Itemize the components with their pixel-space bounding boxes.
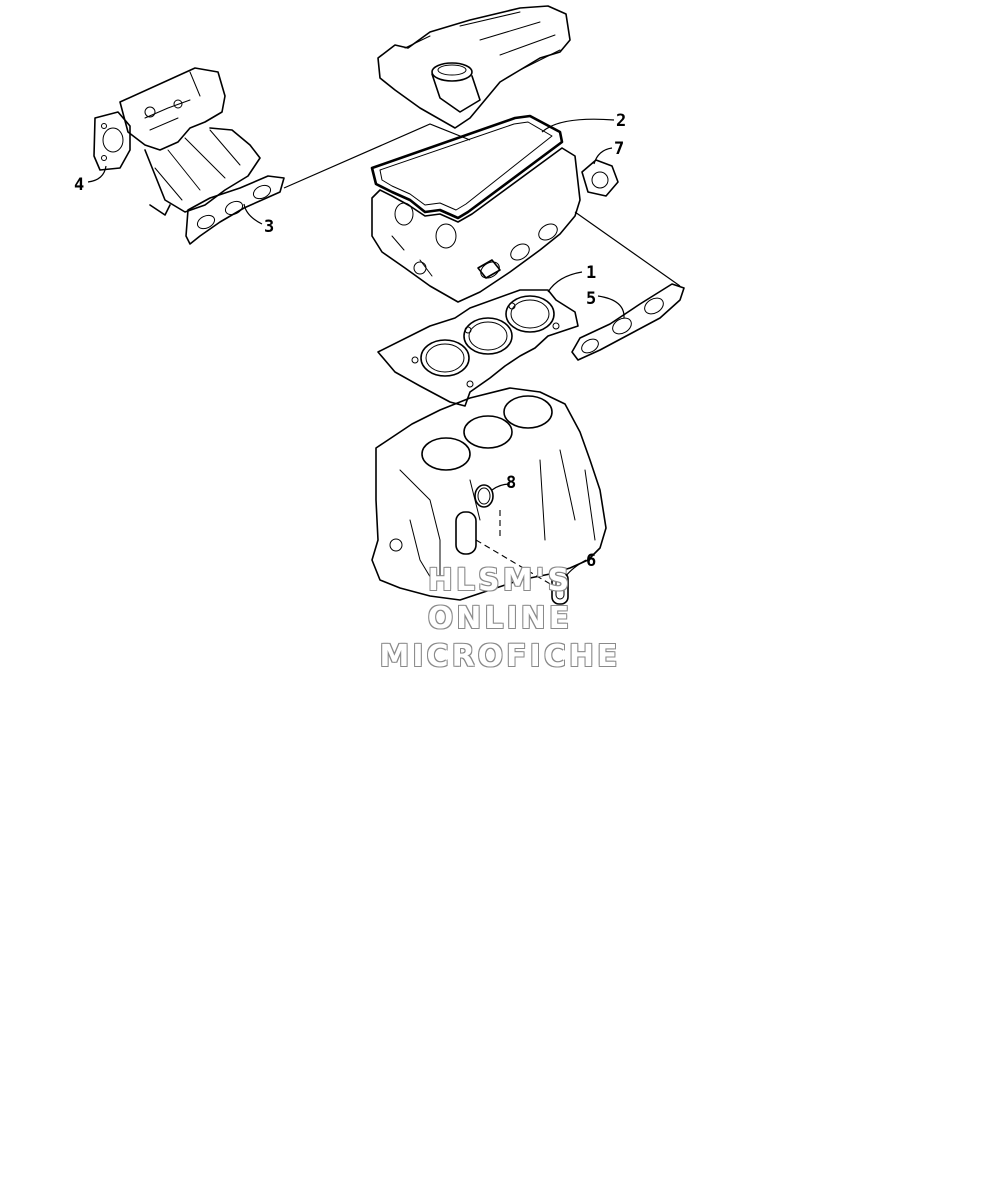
valve-cover-gasket <box>370 114 564 220</box>
leader-lines <box>87 118 625 577</box>
association-lines <box>283 123 681 586</box>
watermark-line-3: MICROFICHE <box>379 639 621 674</box>
water-passage-gasket <box>455 511 569 605</box>
callout-labels: 1 2 3 4 5 6 7 8 <box>74 111 626 571</box>
watermark-line-1: HLSM'S <box>427 563 573 598</box>
throttle-body-gasket <box>93 111 131 171</box>
intake-manifold <box>119 67 261 216</box>
callout-7: 7 <box>614 139 624 159</box>
thermostat-housing-gasket <box>581 159 619 197</box>
cylinder-head-gasket <box>377 289 579 407</box>
callout-4: 4 <box>74 175 84 195</box>
cylinder-head <box>371 147 581 303</box>
valve-cover <box>377 5 571 129</box>
watermark-line-2: ONLINE <box>427 601 573 636</box>
intake-manifold-gasket <box>185 175 285 245</box>
callout-6: 6 <box>586 551 596 571</box>
exhaust-manifold-gasket <box>571 283 685 361</box>
callout-3: 3 <box>264 217 274 237</box>
o-ring <box>474 484 494 508</box>
callout-1: 1 <box>586 263 596 283</box>
callout-5: 5 <box>586 289 596 309</box>
callout-2: 2 <box>616 111 626 131</box>
callout-8: 8 <box>506 473 516 493</box>
